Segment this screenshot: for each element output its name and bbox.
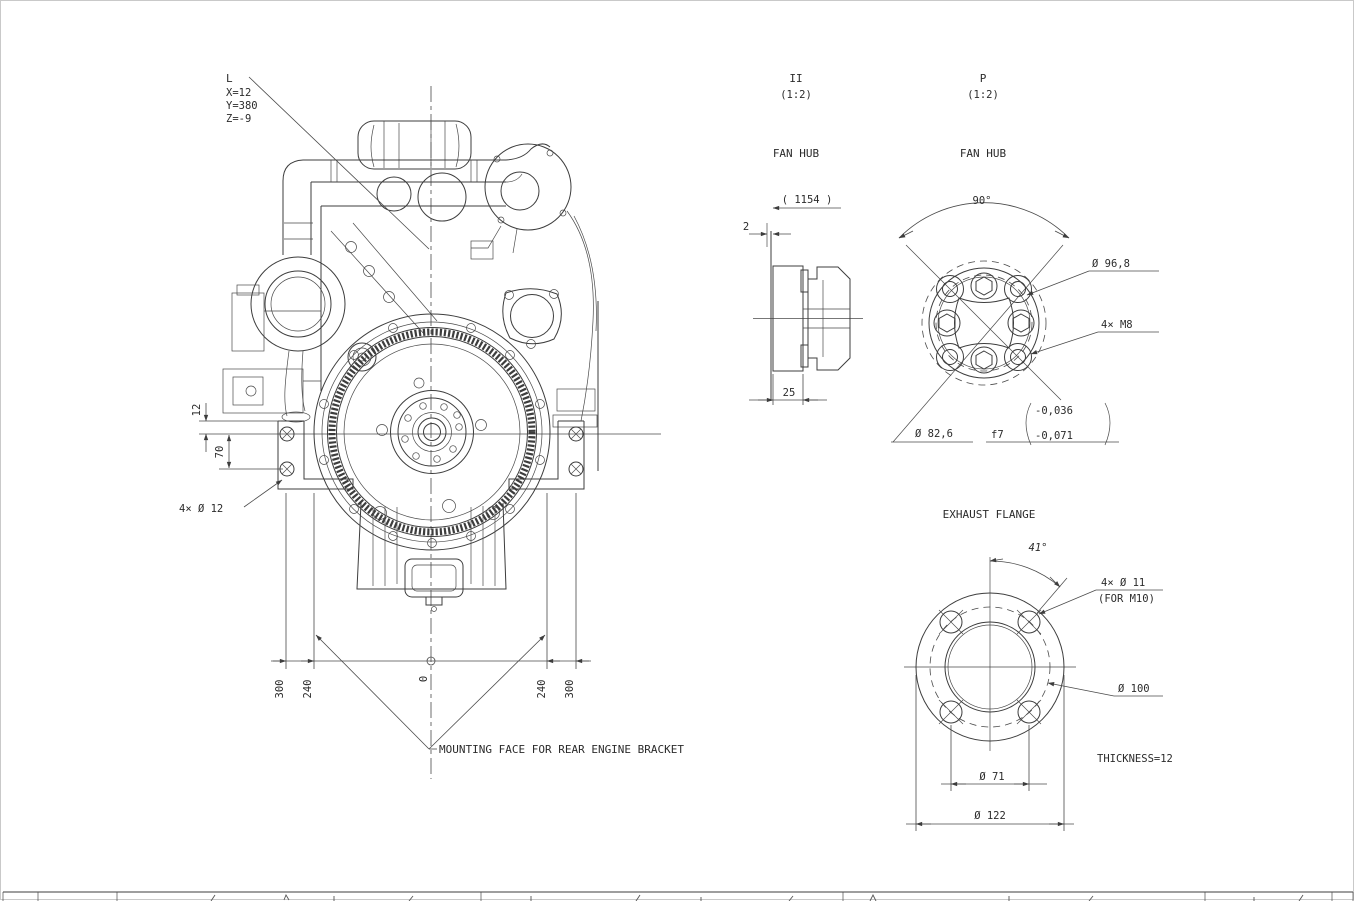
- dim-bolt-circle-96-8: Ø 96,8: [1026, 258, 1159, 296]
- alternator: [470, 143, 597, 422]
- dim-41-label: 41°: [1029, 542, 1048, 554]
- tolerance-upper: -0,036: [1035, 405, 1073, 417]
- reference-point-callout: L X=12 Y=380 Z=-9: [226, 72, 430, 250]
- drain-plug: [431, 606, 437, 612]
- dim-300-left: 300: [274, 680, 286, 699]
- ref-x: X=12: [226, 87, 251, 99]
- dim-240-right: 240: [536, 680, 548, 699]
- belt-line: [566, 210, 594, 422]
- view-p-caption: FAN HUB: [960, 147, 1007, 160]
- view-p-fan-hub-front: P (1:2) FAN HUB: [891, 72, 1159, 446]
- dim-82-6-label: Ø 82,6: [915, 428, 953, 440]
- dim-122-label: Ø 122: [974, 810, 1006, 822]
- engine-front-view: L X=12 Y=380 Z=-9 12 70 4× Ø 12: [179, 72, 684, 779]
- flange-holes: [938, 609, 1042, 725]
- ring-gear: [328, 328, 536, 536]
- ref-z: Z=-9: [226, 113, 251, 125]
- exhaust-flange: [904, 557, 1076, 751]
- dim-thread-m8: 4× M8: [1030, 319, 1159, 355]
- dim-71-label: Ø 71: [979, 771, 1004, 783]
- dim-holes-label: 4× Ø 12: [179, 503, 223, 515]
- dim-25: 25: [749, 374, 827, 405]
- dim-12: 12: [191, 403, 281, 452]
- dim-70: 70: [214, 434, 283, 470]
- water-pump-flange: [502, 288, 562, 349]
- dim-1154: ( 1154 ): [772, 194, 841, 211]
- view-p-scale: (1:2): [967, 89, 999, 101]
- exhaust-flange-view: EXHAUST FLANGE 41°: [904, 508, 1173, 831]
- view-ii-scale: (1:2): [780, 89, 812, 101]
- left-mount-bracket: [277, 420, 354, 490]
- dim-pilot-82-6: Ø 82,6: [891, 428, 973, 443]
- corner-holes-m8: [936, 275, 1032, 371]
- view-ii-fan-hub-side: II (1:2) FAN HUB ( 1154 ) 2 25: [743, 72, 863, 405]
- dim-100-label: Ø 100: [1118, 683, 1150, 695]
- title-block-dividers: [2, 892, 1354, 901]
- dim-300-right: 300: [564, 680, 576, 699]
- dim-11-note: (FOR M10): [1098, 593, 1155, 605]
- flywheel-housing: [313, 313, 551, 551]
- title-block-strip: [2, 891, 1354, 901]
- hub-hex-bolts: [933, 272, 1035, 374]
- fit-label: f7: [991, 429, 1004, 441]
- zero-datum-marker: [426, 656, 436, 666]
- exhaust-caption: EXHAUST FLANGE: [943, 508, 1036, 521]
- view-ii-label: II: [789, 72, 802, 85]
- dim-122: Ø 122: [906, 675, 1074, 831]
- dim-2: 2: [743, 221, 791, 237]
- valve-cover: [357, 120, 472, 170]
- flywheel-face-bolts: [373, 377, 500, 520]
- dim-1154-label: ( 1154 ): [782, 194, 833, 206]
- thickness-note: THICKNESS=12: [1097, 753, 1173, 765]
- oil-pan: [356, 502, 507, 612]
- mounting-face-note-label: MOUNTING FACE FOR REAR ENGINE BRACKET: [439, 743, 684, 756]
- dim-0: 0: [418, 676, 430, 682]
- dim-25-label: 25: [783, 387, 796, 399]
- bolt-circle-100: [929, 606, 1051, 728]
- dim-90-label: 90°: [973, 195, 992, 207]
- view-p-label: P: [980, 72, 987, 85]
- hub-bolt-circle: [401, 402, 463, 463]
- title-block-text-fragments: [210, 893, 1304, 901]
- dim-12-label: 12: [191, 404, 203, 417]
- ref-label: L: [226, 72, 233, 85]
- dim-240-left: 240: [302, 680, 314, 699]
- leader-line: [248, 76, 430, 250]
- dim-96-8-label: Ø 96,8: [1092, 258, 1130, 270]
- diagonal-centerline-1: [905, 244, 1062, 401]
- bolt-circle-96-8: [935, 274, 1033, 372]
- mounting-face-note: MOUNTING FACE FOR REAR ENGINE BRACKET: [315, 634, 684, 756]
- housing-bolt-holes: [319, 323, 545, 548]
- view-ii-caption: FAN HUB: [773, 147, 820, 160]
- dim-71: Ø 71: [941, 725, 1047, 791]
- tolerance-lower: -0,071: [1035, 430, 1073, 442]
- dim-90deg: 90°: [898, 195, 1070, 239]
- crankshaft-hub: [390, 390, 474, 474]
- intake-port-right: [417, 172, 467, 222]
- dim-bolt-circle-100: Ø 100: [1047, 682, 1163, 697]
- dim-70-label: 70: [214, 446, 226, 459]
- fan-hub-front: [892, 244, 1064, 443]
- fan-hub-profile: [772, 265, 851, 372]
- dim-bottom-chain: 300 240 0 240 300: [271, 493, 591, 698]
- dim-holes-11: 4× Ø 11 (FOR M10): [1038, 577, 1163, 615]
- dim-41deg: 41°: [989, 542, 1061, 588]
- dim-11-label: 4× Ø 11: [1101, 577, 1145, 589]
- hole-radial-line: [1036, 577, 1068, 614]
- dim-2-label: 2: [743, 221, 749, 233]
- ref-y: Y=380: [226, 100, 258, 112]
- intake-port-left: [376, 176, 412, 212]
- dim-bracket-holes: 4× Ø 12: [179, 479, 283, 515]
- dim-m8-label: 4× M8: [1101, 319, 1133, 331]
- turbocharger: [250, 222, 346, 423]
- right-mount-bracket: [508, 420, 585, 490]
- dim-fit-tolerance: f7 -0,036 -0,071: [986, 402, 1119, 446]
- intake-pipe: [282, 143, 551, 255]
